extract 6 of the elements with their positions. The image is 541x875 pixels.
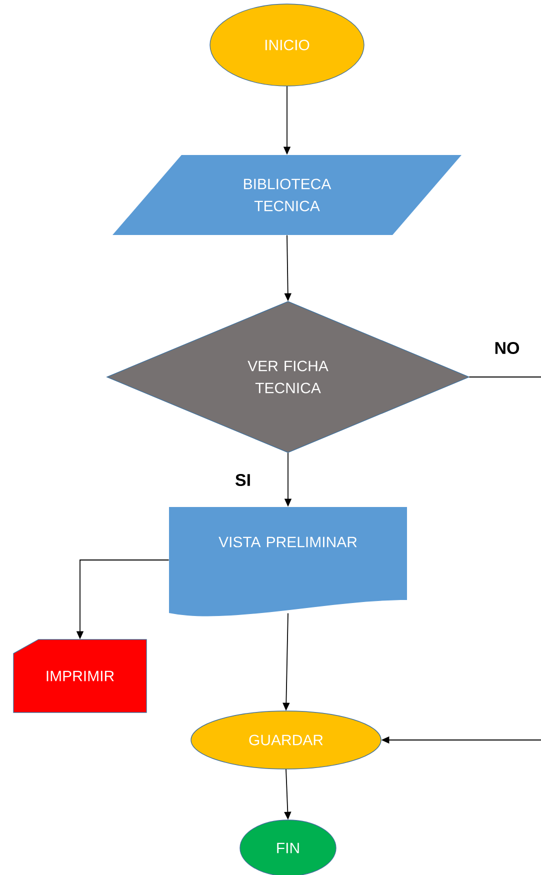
input-parallelogram: BIBLIOTECA TECNICA [112,155,462,235]
edge-label: NO [493,340,521,356]
end-oval: FIN [240,820,336,875]
start-oval: INICIO [210,4,364,86]
edge-label: SI [234,472,252,488]
terminal-oval: GUARDAR [190,710,382,770]
